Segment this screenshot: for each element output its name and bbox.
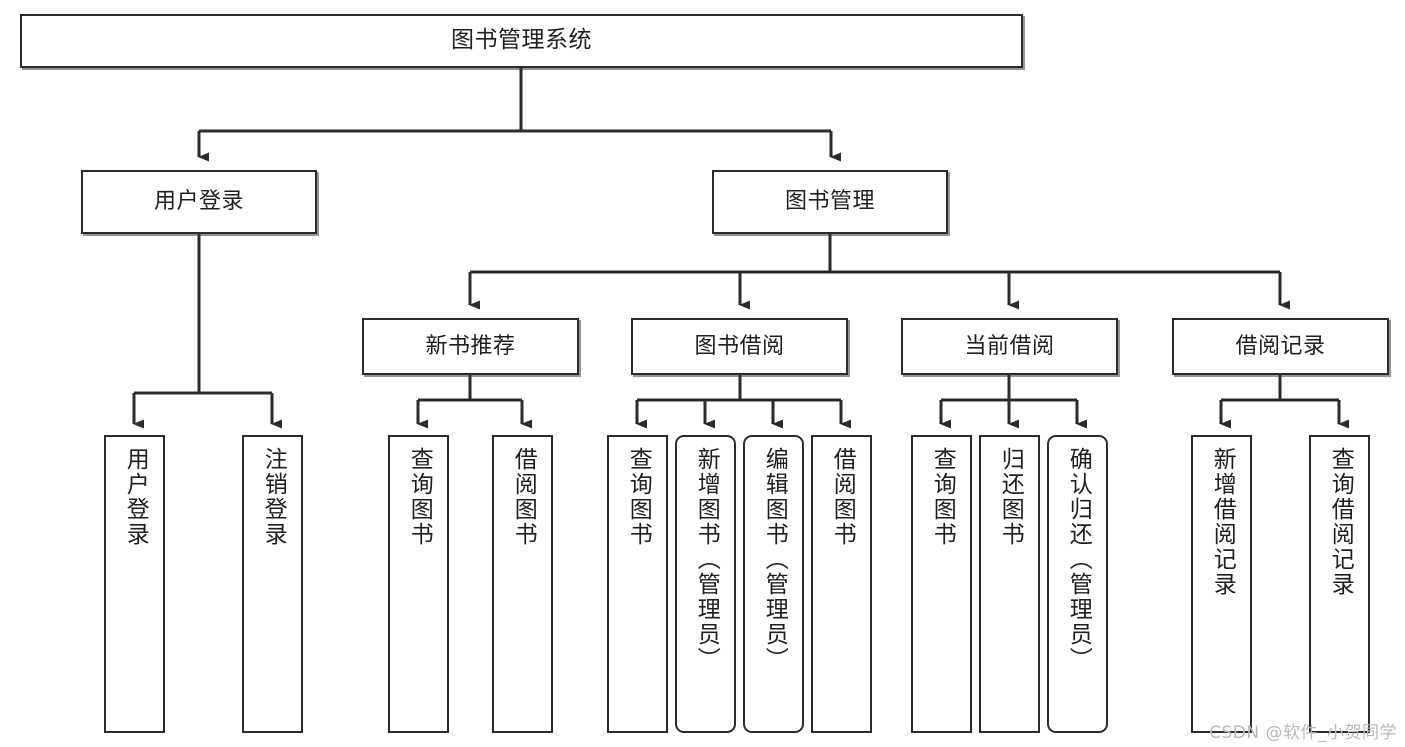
leaf-confirm-return[interactable]: 确认归还（管理员） [1047, 435, 1108, 733]
leaf-logout-login[interactable]: 注销登录 [242, 435, 303, 733]
node-new-book-recommend[interactable]: 新书推荐 [362, 318, 579, 375]
leaf-edit-book[interactable]: 编辑图书（管理员） [743, 435, 804, 733]
node-borrow-record-label: 借阅记录 [1235, 333, 1326, 359]
leaf-add-book[interactable]: 新增图书（管理员） [675, 435, 736, 733]
node-user-login[interactable]: 用户登录 [81, 170, 317, 234]
leaf-query-book-3-label: 查询图书 [929, 447, 956, 547]
node-new-book-recommend-label: 新书推荐 [425, 333, 516, 359]
node-root[interactable]: 图书管理系统 [20, 14, 1023, 68]
leaf-borrow-book-2-label: 借阅图书 [829, 447, 856, 547]
leaf-borrow-book-2[interactable]: 借阅图书 [811, 435, 872, 733]
leaf-user-login-label: 用户登录 [122, 447, 149, 547]
node-book-borrow[interactable]: 图书借阅 [631, 318, 848, 375]
node-book-borrow-label: 图书借阅 [694, 333, 785, 359]
leaf-query-record-label: 查询借阅记录 [1327, 447, 1354, 597]
leaf-user-login[interactable]: 用户登录 [104, 435, 165, 733]
leaf-add-record-label: 新增借阅记录 [1209, 447, 1236, 597]
leaf-return-book-label: 归还图书 [997, 447, 1024, 547]
node-borrow-record[interactable]: 借阅记录 [1172, 318, 1389, 375]
node-book-manage[interactable]: 图书管理 [712, 170, 948, 234]
leaf-add-record[interactable]: 新增借阅记录 [1191, 435, 1252, 733]
leaf-confirm-return-label: 确认归还（管理员） [1065, 447, 1092, 672]
leaf-query-book-2-label: 查询图书 [625, 447, 652, 547]
leaf-borrow-book-1[interactable]: 借阅图书 [492, 435, 553, 733]
leaf-add-book-label: 新增图书（管理员） [693, 447, 720, 672]
node-book-manage-label: 图书管理 [784, 189, 875, 215]
leaf-return-book[interactable]: 归还图书 [979, 435, 1040, 733]
leaf-query-book-1[interactable]: 查询图书 [388, 435, 449, 733]
node-current-borrow-label: 当前借阅 [964, 333, 1055, 359]
leaf-logout-login-label: 注销登录 [260, 447, 287, 547]
leaf-query-record[interactable]: 查询借阅记录 [1309, 435, 1370, 733]
leaf-borrow-book-1-label: 借阅图书 [510, 447, 537, 547]
node-user-login-label: 用户登录 [153, 189, 244, 215]
leaf-query-book-2[interactable]: 查询图书 [607, 435, 668, 733]
node-current-borrow[interactable]: 当前借阅 [901, 318, 1118, 375]
leaf-query-book-3[interactable]: 查询图书 [911, 435, 972, 733]
leaf-edit-book-label: 编辑图书（管理员） [761, 447, 788, 672]
node-root-label: 图书管理系统 [451, 27, 592, 54]
leaf-query-book-1-label: 查询图书 [406, 447, 433, 547]
